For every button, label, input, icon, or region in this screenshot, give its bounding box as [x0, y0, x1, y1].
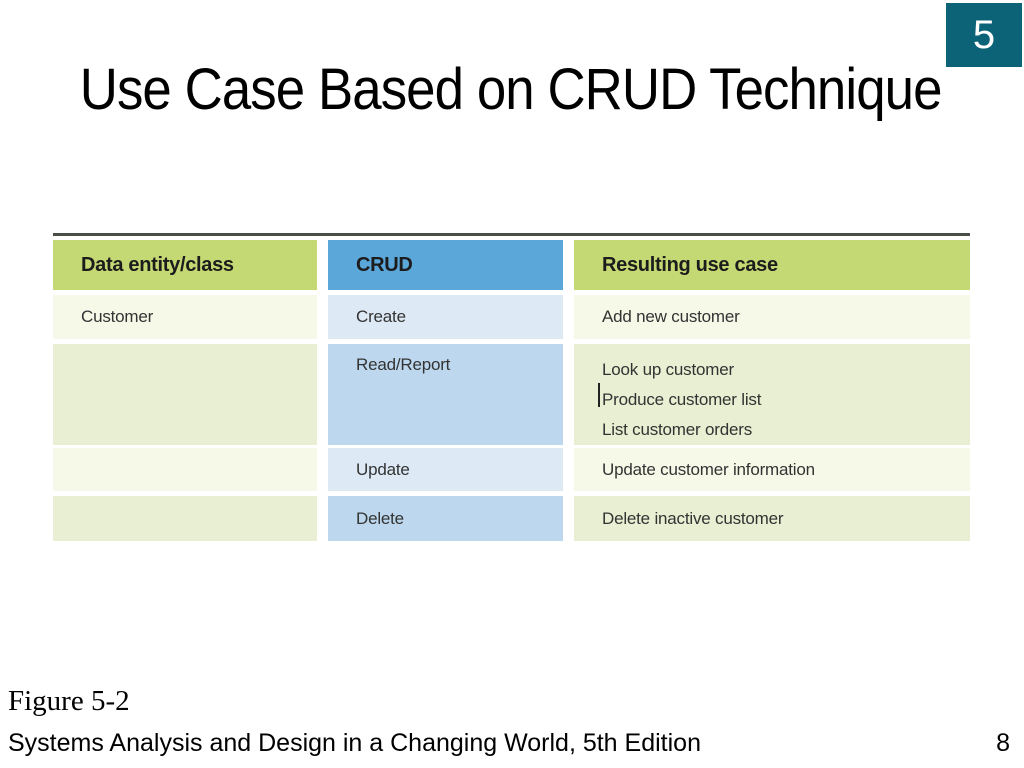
footer-text: Systems Analysis and Design in a Changin…	[8, 729, 701, 757]
table-row: Read/Report Look up customer Produce cus…	[53, 344, 970, 445]
page-number: 8	[996, 729, 1010, 757]
crud-cell: Read/Report	[328, 344, 563, 445]
column-header-crud: CRUD	[328, 240, 563, 290]
crud-table: Data entity/class CRUD Resulting use cas…	[53, 233, 970, 541]
use-case-line: Produce customer list	[602, 390, 762, 409]
crud-cell: Create	[328, 295, 563, 339]
text-cursor-artifact	[598, 383, 600, 407]
crud-cell: Update	[328, 448, 563, 491]
use-case-cell: Add new customer	[574, 295, 970, 339]
table-header-row: Data entity/class CRUD Resulting use cas…	[53, 240, 970, 290]
table-top-border	[53, 233, 970, 236]
use-case-cell: Look up customer Produce customer list L…	[574, 344, 970, 445]
use-case-cell: Update customer information	[574, 448, 970, 491]
use-case-line: Look up customer	[602, 360, 734, 379]
page-title: Use Case Based on CRUD Technique	[79, 57, 943, 122]
figure-caption: Figure 5-2	[8, 685, 130, 717]
table-row: Update Update customer information	[53, 448, 970, 491]
column-header-entity: Data entity/class	[53, 240, 317, 290]
crud-cell: Delete	[328, 496, 563, 541]
entity-cell	[53, 496, 317, 541]
footer: Systems Analysis and Design in a Changin…	[8, 729, 1010, 758]
use-case-cell: Delete inactive customer	[574, 496, 970, 541]
column-header-use-case: Resulting use case	[574, 240, 970, 290]
entity-cell	[53, 448, 317, 491]
table-row: Delete Delete inactive customer	[53, 496, 970, 541]
entity-cell: Customer	[53, 295, 317, 339]
use-case-line: List customer orders	[602, 420, 752, 439]
entity-cell	[53, 344, 317, 445]
slide-number-badge: 5	[946, 3, 1022, 67]
table-row: Customer Create Add new customer	[53, 295, 970, 339]
